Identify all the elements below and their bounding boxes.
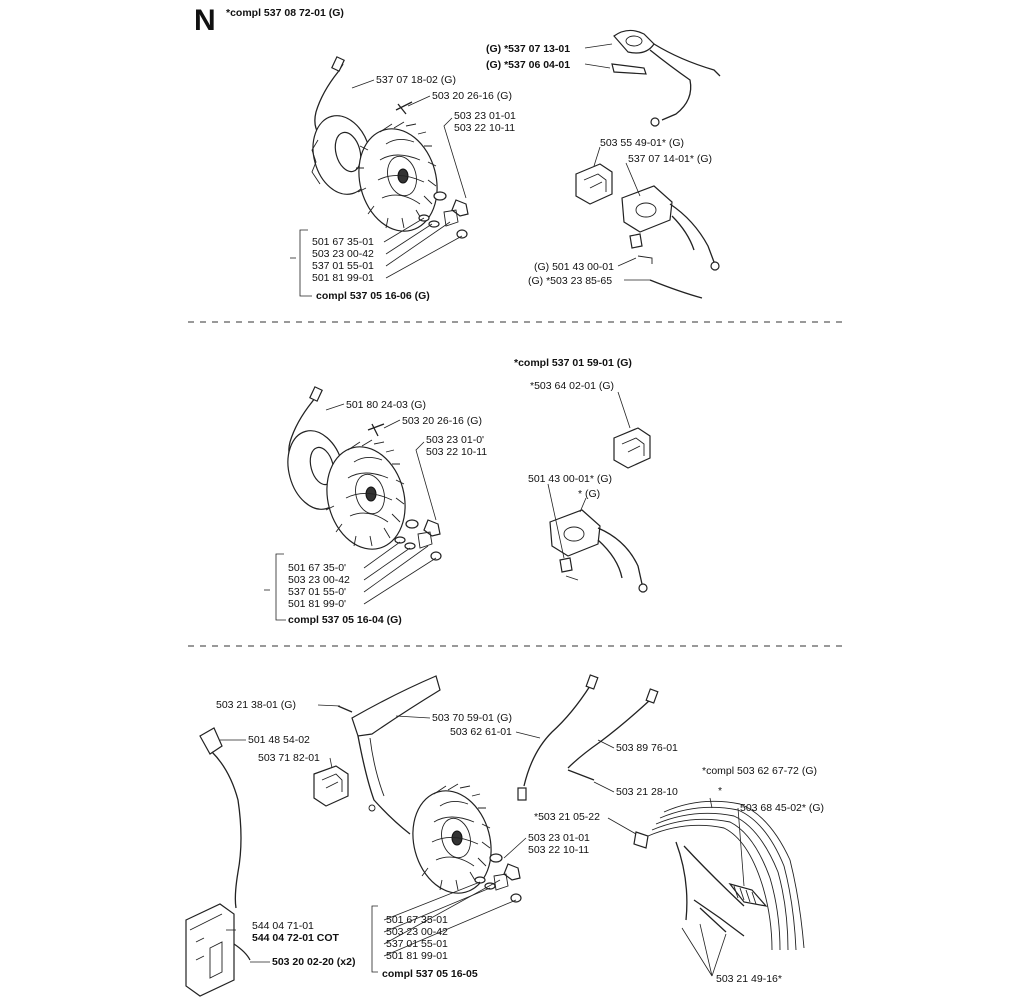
label-544-04-71-01: 544 04 71-01	[252, 920, 314, 932]
section3-switch	[313, 765, 349, 807]
label-503-64-02-01: *503 64 02-01 (G)	[530, 380, 614, 392]
label-compl-537-05-16-05: compl 537 05 16-05	[382, 968, 478, 980]
label-503-68-45-02: 503 68 45-02* (G)	[740, 802, 824, 814]
label-compl-503-62-67-72: *compl 503 62 67-72 (G)	[702, 765, 817, 777]
label-501-43-00-01: (G) 501 43 00-01	[534, 261, 614, 273]
section3-spark-plug-boot	[199, 727, 242, 909]
label-503-23-00-42: 503 23 00-42	[312, 248, 374, 260]
section3-cables	[517, 674, 659, 801]
label-537-06-04-01: (G) *537 06 04-01	[486, 59, 570, 71]
section2-right-labels: *compl 537 01 59-01 (G) *503 64 02-01 (G…	[514, 357, 632, 500]
label-503-23-01-01-s3: 503 23 01-01	[528, 832, 590, 844]
label-537-07-14-01: 537 07 14-01* (G)	[628, 153, 712, 165]
label-501-81-99-01: 501 81 99-01	[312, 272, 374, 284]
label-537-07-18-02: 537 07 18-02 (G)	[376, 74, 456, 86]
section3-flywheel	[412, 783, 492, 894]
label-537-01-55-01-s2: 537 01 55-0'	[288, 586, 346, 598]
label-501-43-00-01-s2: 501 43 00-01* (G)	[528, 473, 612, 485]
label-503-20-02-20: 503 20 02-20 (x2)	[272, 956, 355, 968]
top-compl-label: *compl 537 08 72-01 (G)	[226, 7, 344, 19]
label-503-21-05-22: *503 21 05-22	[534, 811, 600, 823]
label-503-20-26-16-s2: 503 20 26-16 (G)	[402, 415, 482, 427]
section2-left-labels: 501 80 24-03 (G) 503 20 26-16 (G) 503 23…	[288, 399, 487, 626]
label-503-23-00-42-s3: 503 23 00-42	[386, 926, 448, 938]
section-letter: N	[194, 4, 216, 37]
label-503-70-59-01: 503 70 59-01 (G)	[432, 712, 512, 724]
label-503-22-10-11-s3: 503 22 10-11	[528, 844, 589, 856]
section1-right-parts	[575, 29, 721, 299]
label-501-67-35-01: 501 67 35-01	[312, 236, 374, 248]
section2-right-leaders	[547, 391, 631, 559]
label-star-g: * (G)	[578, 488, 600, 500]
section2-right-parts	[549, 427, 651, 593]
label-503-21-38-01: 503 21 38-01 (G)	[216, 699, 296, 711]
section2-hardware	[367, 423, 442, 561]
label-503-89-76-01: 503 89 76-01	[616, 742, 678, 754]
label-compl-537-01-59-01: *compl 537 01 59-01 (G)	[514, 357, 632, 369]
label-503-21-49-16: 503 21 49-16*	[716, 973, 782, 985]
section1-right-leaders	[584, 43, 650, 281]
label-503-23-01-01-s2: 503 23 01-0'	[426, 434, 484, 446]
section3-harness	[633, 800, 805, 951]
section1-right-labels: (G) *537 07 13-01 (G) *537 06 04-01 503 …	[486, 43, 712, 287]
label-503-21-28-10: 503 21 28-10	[616, 786, 678, 798]
label-503-23-85-65: (G) *503 23 85-65	[528, 275, 612, 287]
label-503-22-10-11: 503 22 10-11	[454, 122, 515, 134]
label-537-07-13-01: (G) *537 07 13-01	[486, 43, 570, 55]
section1-flywheel	[356, 121, 438, 232]
section3-cover-plate	[351, 675, 441, 835]
label-501-48-54-02: 501 48 54-02	[248, 734, 310, 746]
label-501-80-24-03: 501 80 24-03 (G)	[346, 399, 426, 411]
label-503-62-61-01: 503 62 61-01	[450, 726, 512, 738]
section3-ignition-coil	[185, 903, 251, 997]
label-503-23-01-01: 503 23 01-01	[454, 110, 516, 122]
label-501-67-35-01-s2: 501 67 35-0'	[288, 562, 346, 574]
label-star: *	[718, 785, 722, 797]
section2-flywheel	[325, 439, 406, 550]
label-501-81-99-01-s2: 501 81 99-0'	[288, 598, 346, 610]
section1-leaders	[290, 79, 467, 297]
label-503-23-00-42-s2: 503 23 00-42	[288, 574, 350, 586]
label-compl-537-05-16-04: compl 537 05 16-04 (G)	[288, 614, 402, 626]
label-537-01-55-01: 537 01 55-01	[312, 260, 374, 272]
label-537-01-55-01-s3: 537 01 55-01	[386, 938, 448, 950]
label-503-71-82-01: 503 71 82-01	[258, 752, 320, 764]
label-544-04-72-01-cot: 544 04 72-01 COT	[252, 932, 340, 944]
label-501-67-35-01-s3: 501 67 35-01	[386, 914, 448, 926]
section1-hardware	[395, 101, 469, 239]
label-503-55-49-01: 503 55 49-01* (G)	[600, 137, 684, 149]
section2-leaders	[264, 403, 437, 621]
section3-labels: 503 21 38-01 (G) 501 48 54-02 503 71 82-…	[216, 699, 824, 985]
section3-leaders	[220, 704, 745, 977]
section1-left-labels: 537 07 18-02 (G) 503 20 26-16 (G) 503 23…	[312, 74, 516, 302]
label-503-20-26-16: 503 20 26-16 (G)	[432, 90, 512, 102]
label-501-81-99-01-s3: 501 81 99-01	[386, 950, 448, 962]
label-compl-537-05-16-06: compl 537 05 16-06 (G)	[316, 290, 430, 302]
label-503-22-10-11-s2: 503 22 10-11	[426, 446, 487, 458]
